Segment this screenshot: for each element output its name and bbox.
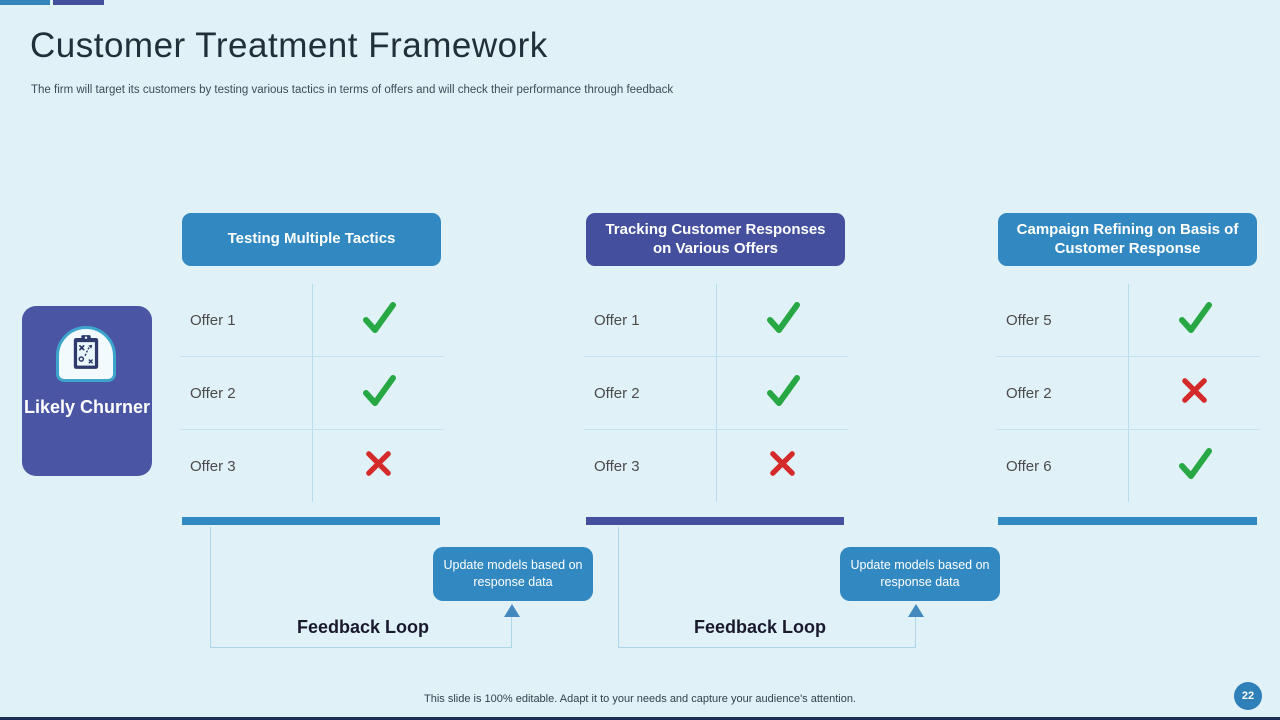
offer-label: Offer 3 (594, 457, 640, 475)
check-icon (1176, 447, 1214, 486)
page-number-badge: 22 (1234, 682, 1262, 710)
table-underline-bar (182, 517, 440, 525)
result-cell (312, 430, 444, 502)
check-icon (360, 374, 398, 413)
cross-icon (1180, 376, 1209, 410)
result-cell (1128, 357, 1260, 429)
offer-label: Offer 6 (1006, 457, 1052, 475)
result-cell (716, 284, 848, 356)
callout-update-models: Update models based on response data (840, 547, 1000, 601)
header-tracking-customer-responses: Tracking Customer Responses on Various O… (586, 213, 845, 266)
table-row: Offer 3 (180, 430, 444, 502)
likely-churner-card: Likely Churner (22, 306, 152, 476)
result-cell (312, 284, 444, 356)
header-campaign-refining: Campaign Refining on Basis of Customer R… (998, 213, 1257, 266)
result-cell (1128, 284, 1260, 356)
offers-table-2: Offer 1 Offer 2 Offer 3 (584, 284, 848, 506)
page-title: Customer Treatment Framework (30, 26, 548, 65)
feedback-loop-bracket-right (511, 617, 512, 648)
header-testing-multiple-tactics: Testing Multiple Tactics (182, 213, 441, 266)
feedback-loop-bracket (618, 527, 916, 648)
callout-arrow-up-icon (504, 604, 520, 617)
churner-label: Likely Churner (23, 397, 151, 417)
churner-icon-badge (56, 326, 116, 382)
callout-arrow-up-icon (908, 604, 924, 617)
cross-icon (364, 449, 393, 483)
table-underline-bar (998, 517, 1257, 525)
offer-label: Offer 5 (1006, 311, 1052, 329)
footer-note: This slide is 100% editable. Adapt it to… (424, 693, 856, 705)
feedback-loop-label: Feedback Loop (296, 617, 430, 637)
check-icon (764, 301, 802, 340)
feedback-loop-bracket-right (915, 617, 916, 648)
accent-bar-blue (0, 0, 50, 5)
table-row: Offer 6 (996, 430, 1260, 502)
table-row: Offer 2 (584, 357, 848, 430)
result-cell (716, 357, 848, 429)
offer-label: Offer 2 (594, 384, 640, 402)
feedback-loop-bracket (210, 527, 512, 648)
offer-label: Offer 3 (190, 457, 236, 475)
offers-table-3: Offer 5 Offer 2 Offer 6 (996, 284, 1260, 506)
table-row: Offer 5 (996, 284, 1260, 357)
offers-table-1: Offer 1 Offer 2 Offer 3 (180, 284, 444, 506)
table-row: Offer 1 (584, 284, 848, 357)
result-cell (716, 430, 848, 502)
offer-label: Offer 1 (594, 311, 640, 329)
bottom-edge-bar (0, 717, 1280, 720)
feedback-loop-label: Feedback Loop (693, 617, 827, 637)
cross-icon (768, 449, 797, 483)
callout-update-models: Update models based on response data (433, 547, 593, 601)
check-icon (1176, 301, 1214, 340)
check-icon (764, 374, 802, 413)
offer-label: Offer 1 (190, 311, 236, 329)
offer-label: Offer 2 (1006, 384, 1052, 402)
page-subtitle: The firm will target its customers by te… (31, 84, 674, 96)
table-row: Offer 3 (584, 430, 848, 502)
table-row: Offer 2 (180, 357, 444, 430)
result-cell (312, 357, 444, 429)
table-row: Offer 1 (180, 284, 444, 357)
table-row: Offer 2 (996, 357, 1260, 430)
accent-bar-dark-blue (53, 0, 104, 5)
offer-label: Offer 2 (190, 384, 236, 402)
check-icon (360, 301, 398, 340)
result-cell (1128, 430, 1260, 502)
strategy-clipboard-icon (71, 333, 101, 376)
table-underline-bar (586, 517, 844, 525)
